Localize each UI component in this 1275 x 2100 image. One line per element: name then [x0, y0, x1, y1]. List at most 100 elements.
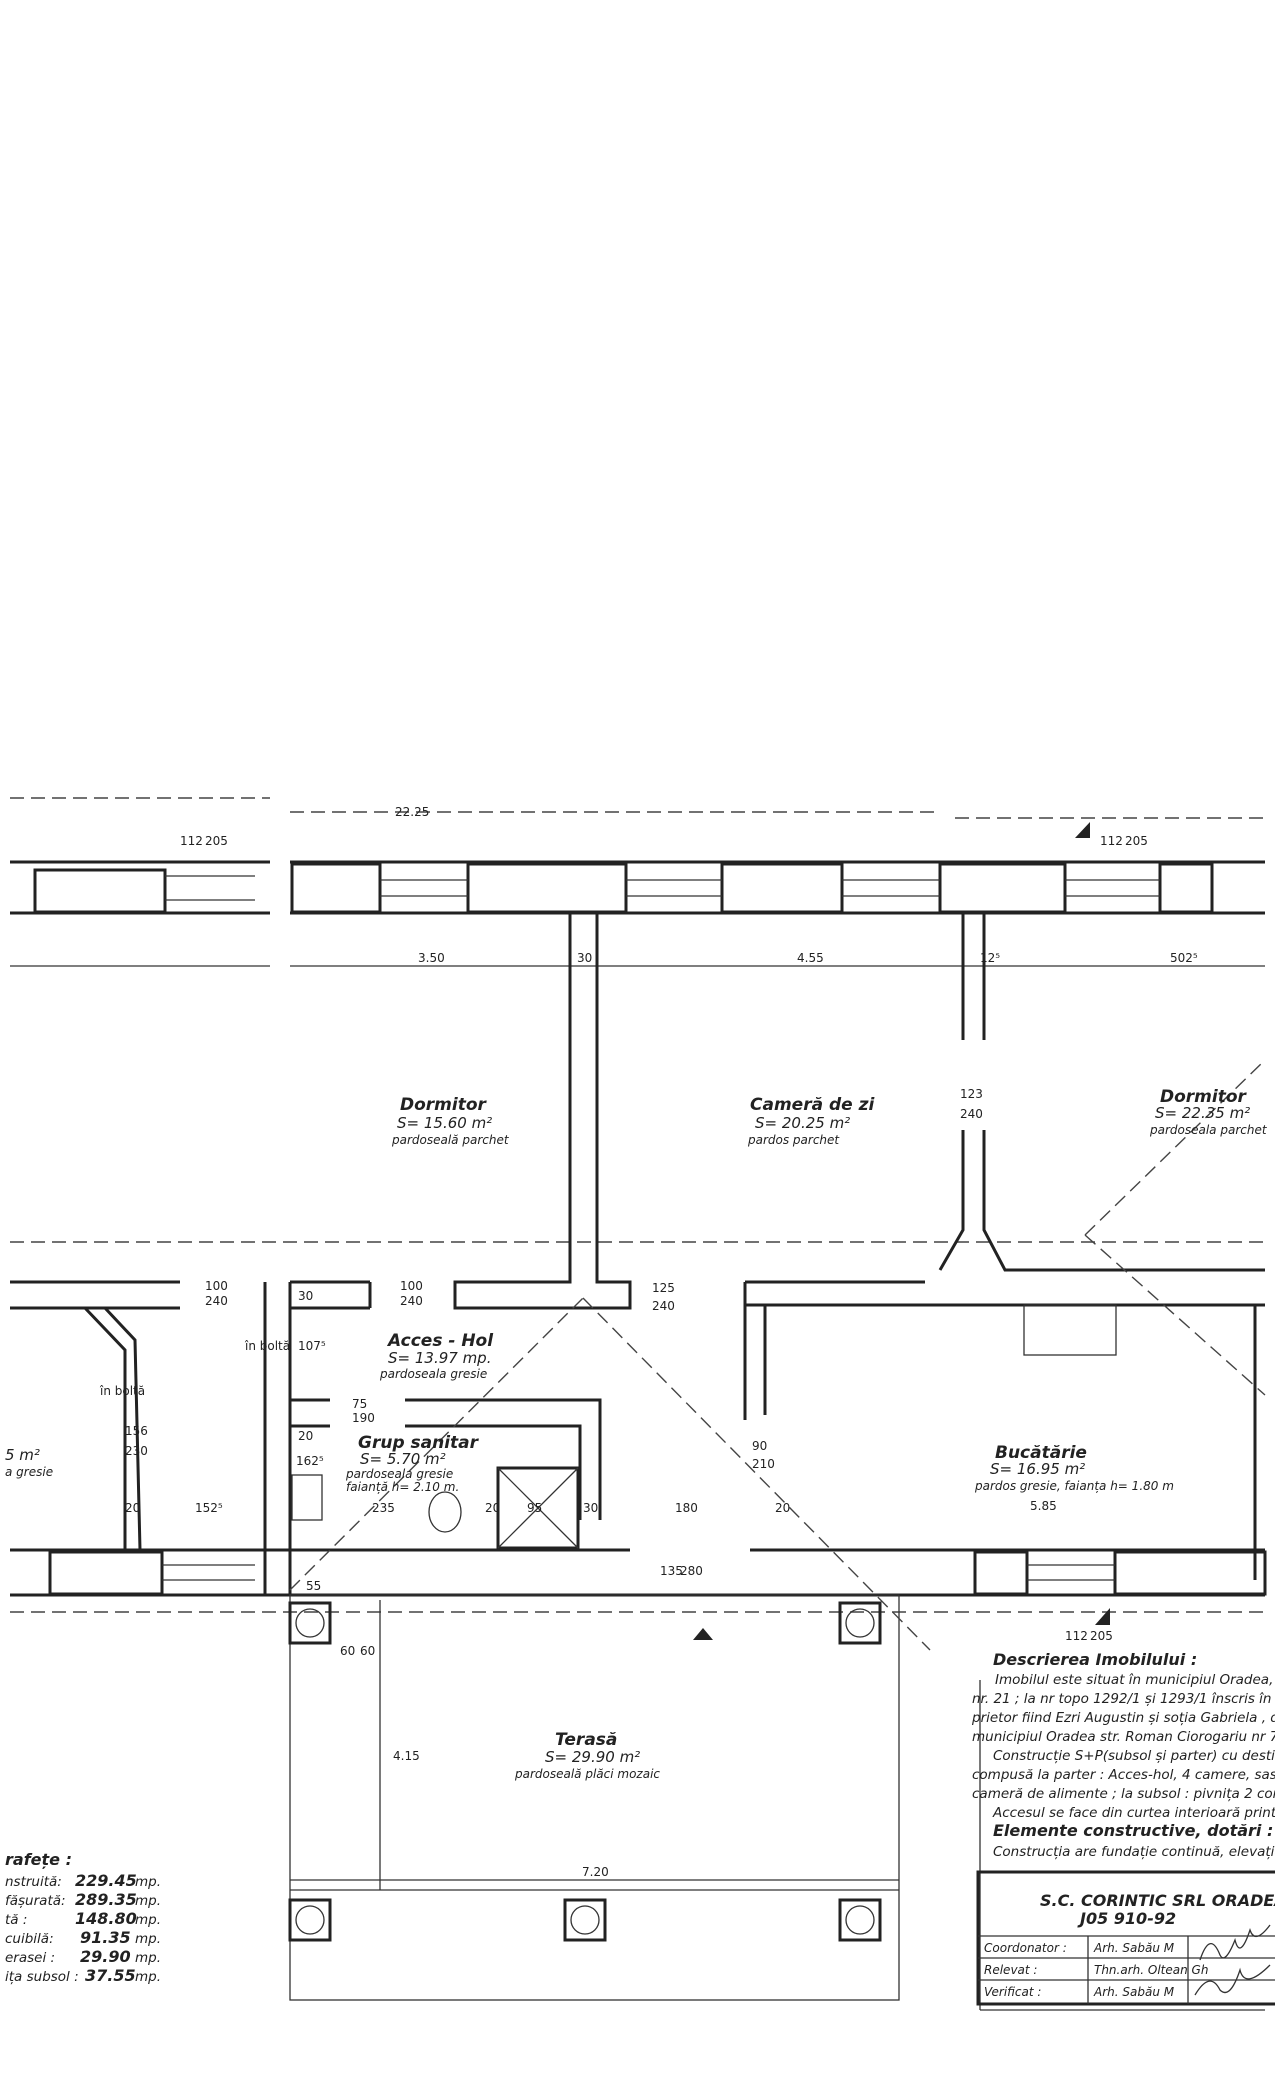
title-person: Thn.arh. Oltean Gh [1094, 1963, 1208, 1977]
room-bucatarie: Bucătărie S= 16.95 m² pardos gresie, fai… [974, 1443, 1174, 1493]
title-person: Arh. Sabău M [1093, 1941, 1175, 1955]
room-name: Terasă [555, 1730, 617, 1750]
dim-label: 90 [752, 1439, 767, 1453]
room-area: S= 13.97 mp. [388, 1349, 491, 1367]
surface-value: 148.80 [75, 1909, 137, 1928]
surface-value: 29.90 [80, 1947, 131, 1966]
description-line: Construcție S+P(subsol și parter) cu des… [993, 1748, 1275, 1764]
surface-unit: mp. [135, 1912, 161, 1928]
columns [288, 1601, 882, 1942]
surface-label: tă : [5, 1912, 27, 1928]
description-line: nr. 21 ; la nr topo 1292/1 și 1293/1 îns… [972, 1691, 1275, 1707]
dimension-labels: 123 240 125 240 100 240 100 240 90 210 7… [99, 834, 1148, 1879]
room-partial-left: 5 m² a gresie [5, 1446, 53, 1479]
room-area: S= 15.60 m² [397, 1114, 492, 1132]
room-area: 5 m² [5, 1446, 40, 1464]
surfaces-summary: rafețe : nstruită: 229.45 mp. fășurată: … [5, 1850, 161, 1985]
description-line: municipiul Oradea str. Roman Ciorogariu … [972, 1729, 1275, 1745]
dim-label: 205 [1125, 834, 1148, 848]
dim-label: 30 [577, 951, 592, 965]
room-floor: pardoseala gresie [345, 1467, 453, 1481]
dimension-lines [10, 797, 1265, 1891]
description-line: cameră de alimente ; la subsol : pivnița… [972, 1786, 1275, 1802]
room-name: Dormitor [1160, 1087, 1248, 1107]
surface-label: cuibilă: [5, 1931, 54, 1947]
surface-value: 37.55 [85, 1966, 136, 1985]
title-person: Arh. Sabău M [1093, 1985, 1175, 1999]
dim-label: 30 [583, 1501, 598, 1515]
dim-label: 7.20 [582, 1865, 609, 1879]
room-floor: pardoseală plăci mozaic [514, 1767, 660, 1781]
elements-title: Elemente constructive, dotări : [993, 1821, 1273, 1840]
dim-label: 210 [752, 1457, 775, 1471]
room-floor: pardoseala parchet [1149, 1123, 1268, 1137]
surface-unit: mp. [135, 1969, 161, 1985]
dim-label: 20 [775, 1501, 790, 1515]
description-line: Imobilul este situat în municipiul Orade… [995, 1672, 1275, 1688]
room-name: Bucătărie [995, 1443, 1087, 1463]
dim-label: 60 [360, 1644, 375, 1658]
room-extra: faianță h= 2.10 m. [346, 1480, 459, 1494]
surface-unit: mp. [135, 1893, 161, 1909]
room-area: S= 16.95 m² [990, 1460, 1085, 1478]
title-block: S.C. CORINTIC SRL ORADEA J05 910-92 Coor… [976, 1870, 1275, 2006]
room-floor: a gresie [5, 1465, 53, 1479]
dim-label: în boltă [244, 1339, 290, 1353]
description-line: Accesul se face din curtea interioară pr… [992, 1805, 1275, 1821]
dim-label: 240 [205, 1294, 228, 1308]
dim-label: 60 [340, 1644, 355, 1658]
surface-label: erasei : [5, 1950, 55, 1966]
dim-label: 230 [125, 1444, 148, 1458]
dim-label: 107⁵ [298, 1339, 326, 1353]
room-floor: pardoseala gresie [379, 1367, 487, 1381]
dim-label: 3.50 [418, 951, 445, 965]
room-area: S= 22.35 m² [1155, 1104, 1250, 1122]
room-floor: pardoseală parchet [391, 1133, 510, 1147]
room-area: S= 5.70 m² [360, 1450, 446, 1468]
signature [1194, 1924, 1271, 1996]
room-name: Cameră de zi [750, 1095, 875, 1115]
title-role: Relevat : [984, 1963, 1037, 1977]
dim-label: 4.55 [797, 951, 824, 965]
dim-label: 112 [1100, 834, 1123, 848]
dim-label: 190 [352, 1411, 375, 1425]
description-title: Descrierea Imobilului : [993, 1650, 1197, 1669]
dim-label: 20 [298, 1429, 313, 1443]
dim-label: 156 [125, 1424, 148, 1438]
room-area: S= 20.25 m² [755, 1114, 850, 1132]
dim-label: 235 [372, 1501, 395, 1515]
walls [10, 822, 1267, 2011]
dim-label: 123 [960, 1087, 983, 1101]
room-acces-hol: Acces - Hol S= 13.97 mp. pardoseala gres… [379, 1331, 494, 1381]
dim-label: 180 [675, 1501, 698, 1515]
dim-label: 240 [652, 1299, 675, 1313]
dim-label: 20 [485, 1501, 500, 1515]
dim-label: 112 [180, 834, 203, 848]
room-area: S= 29.90 m² [545, 1748, 640, 1766]
surfaces-title: rafețe : [5, 1850, 72, 1869]
surface-value: 229.45 [75, 1871, 137, 1890]
dim-label: 240 [960, 1107, 983, 1121]
dim-label: 502⁵ [1170, 951, 1198, 965]
dim-label: 30 [298, 1289, 313, 1303]
dim-label: 75 [352, 1397, 367, 1411]
property-description: Descrierea Imobilului : Imobilul este si… [971, 1650, 1275, 1860]
dim-label: 205 [205, 834, 228, 848]
dim-label: 205 [1090, 1629, 1113, 1643]
surface-label: ița subsol : [5, 1969, 79, 1985]
surface-unit: mp. [135, 1931, 161, 1947]
room-name: Dormitor [400, 1095, 488, 1115]
dim-label: 4.15 [393, 1749, 420, 1763]
company-name: S.C. CORINTIC SRL ORADEA [1040, 1891, 1275, 1910]
room-dormitor-1: Dormitor S= 15.60 m² pardoseală parchet [391, 1095, 510, 1147]
dim-label: în boltă [99, 1384, 145, 1398]
title-role: Verificat : [984, 1985, 1041, 1999]
room-grup-sanitar: Grup sanitar S= 5.70 m² pardoseala gresi… [345, 1433, 480, 1494]
dim-label: 100 [400, 1279, 423, 1293]
dim-label: 162⁵ [296, 1454, 324, 1468]
dim-label: 152⁵ [195, 1501, 223, 1515]
description-line: prietor fiind Ezri Augustin și soția Gab… [971, 1710, 1275, 1726]
surface-value: 91.35 [80, 1928, 131, 1947]
dim-label: 20 [125, 1501, 140, 1515]
